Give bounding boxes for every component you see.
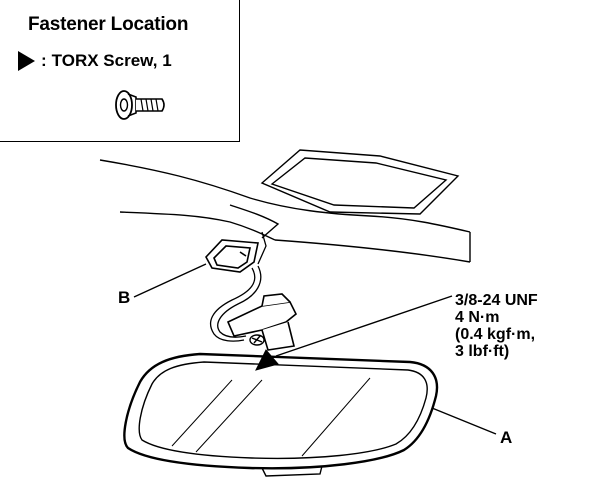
mirror-stem: [226, 293, 298, 351]
fastener-legend-box: [0, 0, 240, 142]
leader-line-a: [431, 407, 497, 435]
torque-arrow: [255, 295, 453, 371]
callout-a: A: [500, 428, 513, 447]
mount-bracket-b: [205, 239, 259, 273]
torque-spec-kgfm: (0.4 kgf·m,: [455, 326, 536, 343]
triangle-marker-icon: [18, 51, 35, 71]
torque-spec-thread: 3/8-24 UNF: [455, 292, 538, 309]
callout-b: B: [118, 288, 131, 307]
legend-title: Fastener Location: [28, 14, 189, 35]
leader-line-b: [133, 263, 207, 298]
wire-harness: [209, 231, 267, 342]
mirror-housing-a: [123, 352, 439, 477]
legend-screw-row: : TORX Screw, 1: [18, 51, 172, 71]
torx-screw-icon: [115, 90, 165, 120]
legend-screw-label: TORX Screw, 1: [51, 51, 172, 70]
headliner-outline: [99, 149, 471, 263]
stem-screw: [249, 334, 265, 346]
torque-spec: 3/8-24 UNF 4 N·m (0.4 kgf·m, 3 lbf·ft): [455, 292, 538, 360]
legend-colon: :: [41, 51, 47, 70]
torque-spec-lbfft: 3 lbf·ft): [455, 343, 510, 360]
torque-spec-nm: 4 N·m: [455, 309, 500, 326]
